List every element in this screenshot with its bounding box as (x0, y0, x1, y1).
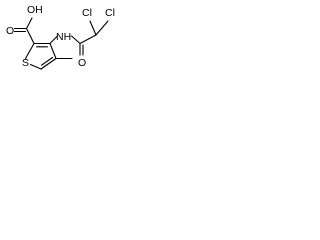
bond-nh-amide-c (70, 35, 81, 45)
bond-c2-carboxyl-c (25, 27, 35, 45)
bond-amide-c-chcl2 (79, 34, 97, 45)
atom-labels: OH O NH O Cl Cl S (6, 4, 115, 69)
atom-label-amide-nitrogen: NH (56, 31, 71, 43)
chemical-structure-diagram: OH O NH O Cl Cl S (6, 4, 115, 70)
bond-c4-c5-double (40, 56, 54, 66)
atom-label-acid-oxygen: O (6, 25, 14, 37)
bond-c5-s (29, 63, 42, 70)
atom-label-chlorine-right: Cl (105, 7, 115, 19)
bond-c4-c5 (40, 57, 57, 70)
bond-chcl2-cl-left (89, 20, 97, 36)
bond-c3-nh (49, 35, 59, 45)
atom-label-amide-oxygen: O (78, 57, 86, 69)
bond-chcl2-cl-right (95, 20, 109, 36)
atom-label-hydroxyl: OH (27, 4, 43, 16)
bond-carboxyl-c-oh (25, 17, 33, 30)
bond-s-c2 (24, 42, 35, 60)
atom-label-ring-sulfur: S (22, 57, 29, 69)
atom-label-chlorine-left: Cl (82, 7, 92, 19)
bonds (13, 17, 109, 70)
bond-c3-c4 (49, 42, 57, 60)
